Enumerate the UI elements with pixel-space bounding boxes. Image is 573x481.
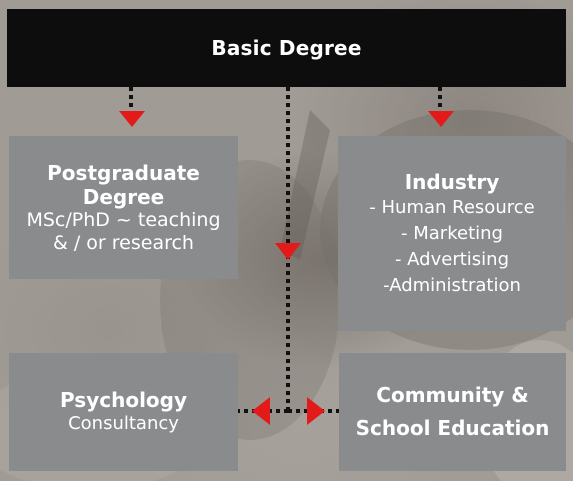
community-line2: School Education (355, 416, 550, 440)
psychology-title: Psychology (59, 388, 188, 412)
psychology-subtitle: Consultancy (68, 413, 179, 434)
arrow-right-icon (307, 397, 325, 425)
arrow-down-right-icon (428, 111, 454, 127)
postgraduate-title-line1: Postgraduate (47, 160, 200, 185)
arrow-down-left-icon (119, 111, 145, 127)
arrow-down-center-icon (275, 243, 301, 260)
industry-title: Industry (404, 169, 500, 194)
basic-degree-label: Basic Degree (211, 36, 362, 60)
industry-item-advertising: - Advertising (394, 248, 510, 270)
arrow-left-icon (252, 397, 270, 425)
psychology-consultancy-box: Psychology Consultancy (9, 353, 238, 471)
industry-item-human-resource: - Human Resource (369, 196, 535, 218)
postgraduate-title-line2: Degree (82, 184, 165, 209)
community-school-education-box: Community & School Education (339, 353, 566, 471)
postgraduate-detail-line2: & / or research (53, 231, 194, 254)
industry-item-administration: -Administration (383, 274, 521, 296)
industry-box: Industry - Human Resource - Marketing - … (338, 136, 566, 331)
basic-degree-box: Basic Degree (7, 9, 566, 87)
postgraduate-detail-line1: MSc/PhD ~ teaching (26, 208, 221, 231)
industry-item-marketing: - Marketing (401, 222, 503, 244)
postgraduate-degree-box: Postgraduate Degree MSc/PhD ~ teaching &… (9, 136, 238, 279)
community-line1: Community & (376, 383, 529, 407)
